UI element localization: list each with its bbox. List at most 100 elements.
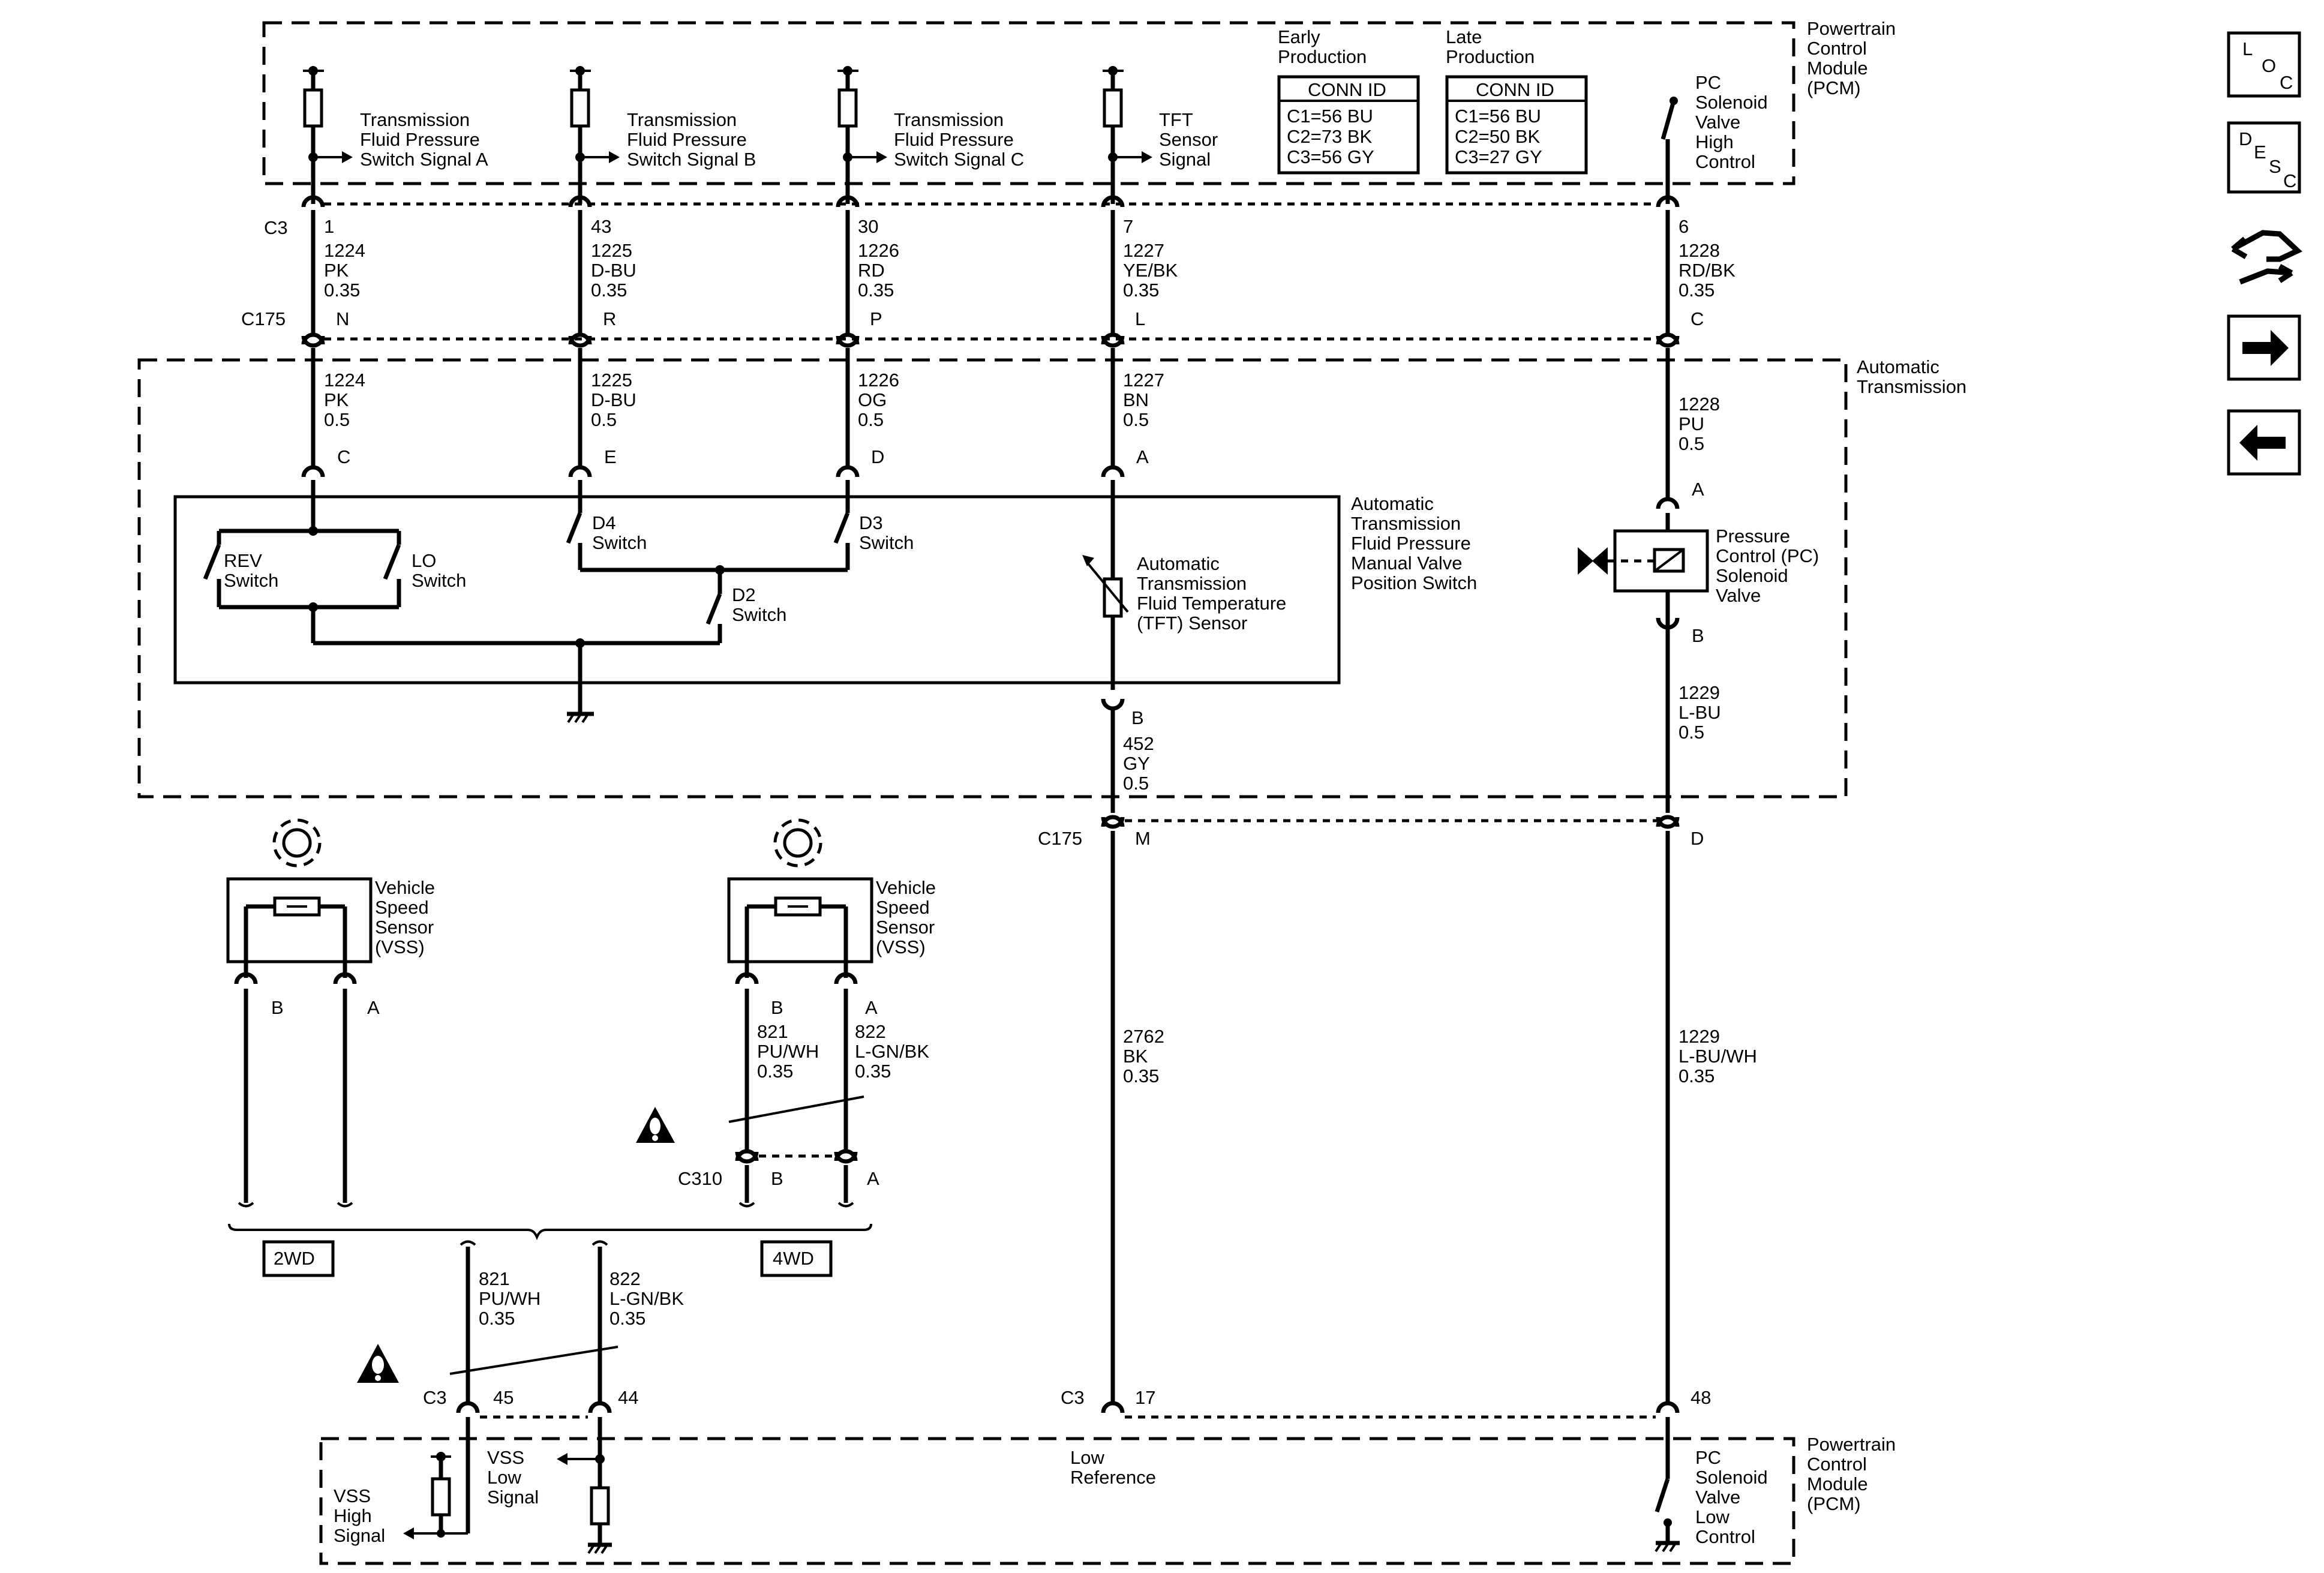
svg-text:CONN ID: CONN ID xyxy=(1476,79,1554,100)
svg-text:CONN ID: CONN ID xyxy=(1308,79,1386,100)
svg-text:E: E xyxy=(2254,142,2266,163)
svg-text:B: B xyxy=(771,997,783,1018)
svg-text:E: E xyxy=(604,446,617,467)
svg-text:B: B xyxy=(271,997,284,1018)
svg-text:43: 43 xyxy=(591,216,611,237)
svg-text:C: C xyxy=(2283,170,2296,191)
svg-text:30: 30 xyxy=(858,216,878,237)
svg-text:A: A xyxy=(367,997,380,1018)
svg-text:1: 1 xyxy=(324,216,334,237)
svg-text:L: L xyxy=(2242,38,2253,59)
svg-text:D: D xyxy=(871,446,884,467)
svg-text:A: A xyxy=(865,997,878,1018)
svg-text:C: C xyxy=(2280,72,2293,93)
svg-text:C310: C310 xyxy=(678,1168,722,1189)
svg-text:4WD: 4WD xyxy=(773,1248,814,1269)
svg-text:C3: C3 xyxy=(264,217,288,238)
gear-icon xyxy=(272,818,322,867)
svg-text:O: O xyxy=(2262,55,2276,76)
svg-text:N: N xyxy=(336,308,349,329)
svg-text:17: 17 xyxy=(1135,1387,1155,1408)
description-button[interactable]: D E S C xyxy=(2227,121,2301,194)
svg-text:C3: C3 xyxy=(423,1387,447,1408)
ground-icon xyxy=(567,712,594,724)
warning-icon xyxy=(636,1107,675,1143)
svg-text:C: C xyxy=(1691,308,1704,329)
svg-text:C3: C3 xyxy=(1061,1387,1085,1408)
connector-c3-lower: C3 45 44 C3 17 48 xyxy=(423,1387,1711,1419)
previous-page-button[interactable] xyxy=(2227,409,2301,476)
svg-text:D: D xyxy=(1691,828,1704,849)
svg-text:B: B xyxy=(1692,625,1704,646)
svg-text:M: M xyxy=(1135,828,1151,849)
svg-text:D: D xyxy=(2239,128,2252,149)
svg-text:R: R xyxy=(603,308,616,329)
svg-text:C2=50 BK: C2=50 BK xyxy=(1455,126,1541,147)
svg-text:P: P xyxy=(870,308,882,329)
svg-text:S: S xyxy=(2269,156,2281,177)
next-page-button[interactable] xyxy=(2227,314,2301,381)
svg-text:C: C xyxy=(337,446,350,467)
svg-text:C2=73 BK: C2=73 BK xyxy=(1287,126,1373,147)
svg-text:6: 6 xyxy=(1679,216,1689,237)
svg-text:44: 44 xyxy=(618,1387,638,1408)
location-button[interactable]: L O C xyxy=(2227,31,2301,98)
svg-text:2WD: 2WD xyxy=(274,1248,315,1269)
svg-text:A: A xyxy=(1692,479,1704,500)
option-brace: 2WD 4WD xyxy=(228,1223,872,1277)
svg-text:48: 48 xyxy=(1691,1387,1711,1408)
connector-c175-top: C175 N R P L C xyxy=(241,308,1704,348)
svg-text:B: B xyxy=(1131,707,1144,728)
connector-c3-top: C3 1 43 30 7 6 xyxy=(264,195,1689,238)
svg-text:A: A xyxy=(867,1168,879,1189)
connector-end-view-icon[interactable] xyxy=(2231,230,2302,285)
